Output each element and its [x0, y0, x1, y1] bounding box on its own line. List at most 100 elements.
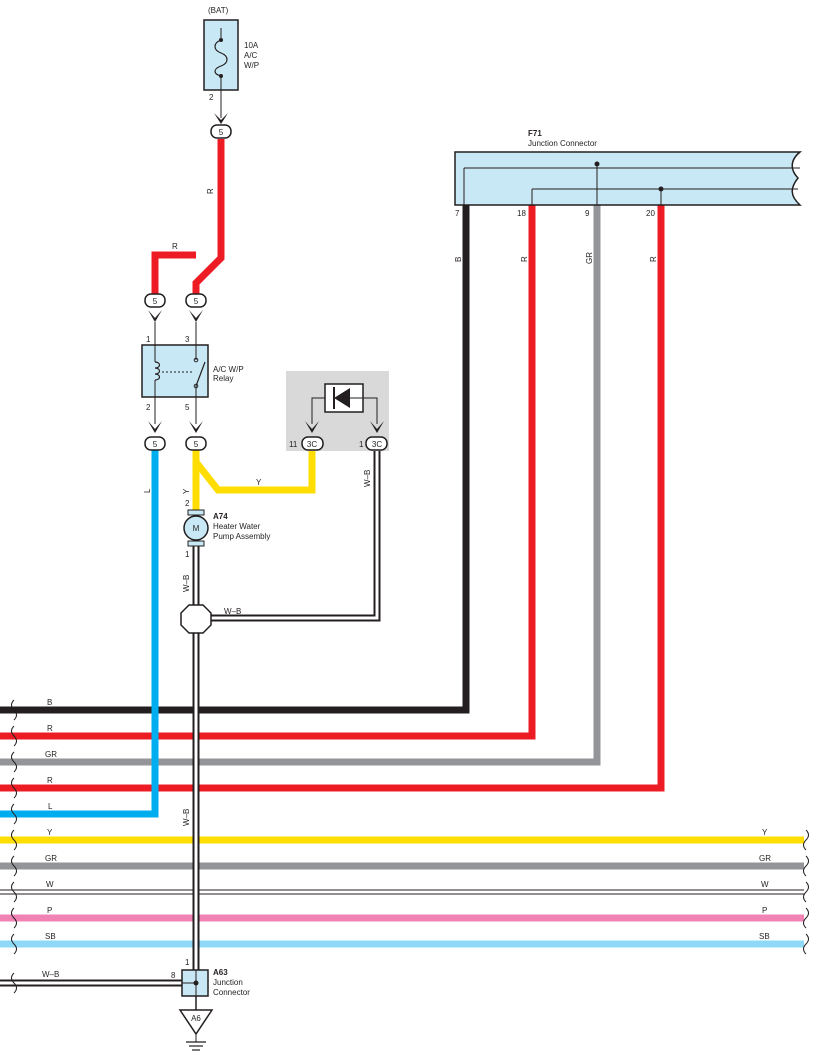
heater-water-pump-a74: 2 M 1 A74 Heater Water Pump Assembly — [183, 499, 270, 559]
connector-5-relay-top-right — [185, 293, 207, 308]
diode-assembly: 3C 3C 11 1 — [286, 371, 389, 451]
bus-label-r-2: R — [47, 776, 53, 785]
f71-code: F71 — [528, 129, 542, 138]
wire-label-relay-out: Y — [182, 488, 191, 494]
connector-arrow-icon — [189, 310, 203, 322]
connector-5-relay-top-left-label: 5 — [153, 297, 158, 306]
wire-f71-gray — [0, 205, 601, 766]
junction-connector-a63: 1 8 A63 Junction Connector — [171, 958, 250, 997]
connector-5-fuse — [210, 124, 232, 139]
a63-name-2: Connector — [213, 988, 250, 997]
a63-pin-top: 1 — [185, 958, 190, 967]
relay-switch-icon — [195, 361, 206, 387]
connector-5-relay-top-right-label: 5 — [194, 297, 199, 306]
wire-relay-jumper — [151, 251, 196, 294]
bus-label-p: P — [47, 906, 52, 915]
connector-5-fuse-label: 5 — [219, 128, 224, 137]
wire-yellow-to-diode — [193, 450, 316, 494]
ground-code: A6 — [191, 1014, 201, 1023]
wire-f71-black — [0, 205, 470, 714]
wire-label-diode-return: W–B — [363, 470, 372, 487]
splice-point — [180, 604, 212, 634]
bus-label-gr-1: GR — [45, 750, 57, 759]
fuse-a-c-w-p: (BAT) 10A A/C W/P 2 5 — [203, 6, 259, 139]
wire-label-pump-ground: W–B — [182, 575, 191, 592]
wire-diode-return — [210, 450, 381, 622]
f71-pin-7: 7 — [455, 209, 460, 218]
diode-pin-1: 1 — [359, 440, 364, 449]
connector-3c-left-label: 3C — [307, 440, 317, 449]
bus-label-b: B — [47, 698, 52, 707]
wire-label-relay-coil: L — [143, 488, 152, 493]
bus-label-right-gr: GR — [759, 854, 771, 863]
break-marks-right — [803, 829, 809, 955]
f71-pin-9: 9 — [585, 209, 590, 218]
connector-arrow-icon — [305, 421, 319, 433]
connector-5-relay-top-left — [144, 293, 166, 308]
relay-coil-icon — [154, 361, 161, 381]
junction-connector-f71: F71 Junction Connector 7 18 9 20 B R GR … — [454, 129, 803, 264]
relay-pin-3: 3 — [185, 335, 190, 344]
wire-label-to-diode: Y — [256, 478, 262, 487]
relay-pin-5: 5 — [185, 403, 190, 412]
fuse-icon — [214, 39, 228, 77]
wire-label-fuse-relay: R — [206, 188, 215, 194]
connector-3c-right-label: 3C — [372, 440, 382, 449]
wire-label-splice-branch: W–B — [224, 607, 241, 616]
bus-labels-right: Y GR W P SB — [759, 828, 771, 941]
connector-arrow-icon — [148, 310, 162, 322]
relay-name-1: A/C W/P — [213, 365, 244, 374]
bus-label-l: L — [48, 802, 53, 811]
connector-arrow-icon — [189, 421, 203, 433]
pump-code: A74 — [213, 512, 228, 521]
connector-5-relay-bottom-left — [144, 436, 166, 451]
a63-code: A63 — [213, 968, 228, 977]
wire-label-ground-in: W–B — [42, 970, 59, 979]
wire-fuse-to-relay — [192, 139, 225, 294]
f71-name: Junction Connector — [528, 139, 597, 148]
connector-arrow-icon — [370, 421, 384, 433]
diode-pin-11: 11 — [289, 440, 298, 449]
connector-5-relay-bottom-right — [185, 436, 207, 451]
a63-name-1: Junction — [213, 978, 243, 987]
f71-pin-18: 18 — [517, 209, 526, 218]
connector-arrow-icon — [214, 113, 228, 124]
a63-pin-left: 8 — [171, 971, 176, 980]
ground-triangle-icon — [178, 1009, 214, 1036]
bus-label-w: W — [46, 880, 54, 889]
wires — [0, 139, 804, 1010]
bus-label-gr-2: GR — [45, 854, 57, 863]
connector-5-relay-bottom-left-label: 5 — [153, 440, 158, 449]
bus-label-right-p: P — [762, 906, 767, 915]
relay-name-2: Relay — [213, 374, 233, 383]
connector-arrow-icon — [148, 421, 162, 433]
bus-label-y: Y — [47, 828, 53, 837]
bus-label-right-w: W — [761, 880, 769, 889]
ground-a6: A6 — [178, 1009, 214, 1051]
motor-icon — [183, 515, 209, 541]
f71-wire-gr: GR — [585, 252, 594, 264]
wire-label-relay-jumper: R — [172, 242, 178, 251]
pump-pin-bottom: 1 — [185, 550, 190, 559]
wire-f71-red-18 — [0, 205, 536, 740]
fuse-source-label: (BAT) — [208, 6, 229, 15]
fuse-name-2: W/P — [244, 61, 259, 70]
relay-pin-2: 2 — [146, 403, 151, 412]
bus-label-sb: SB — [45, 932, 56, 941]
f71-pin-20: 20 — [646, 209, 655, 218]
f71-wire-r-18: R — [520, 256, 529, 262]
bus-label-right-y: Y — [762, 828, 768, 837]
connector-5-relay-bottom-right-label: 5 — [194, 440, 199, 449]
relay-a-c-w-p: 5 5 1 3 A/C W/P Relay 2 5 5 5 — [141, 293, 244, 451]
break-marks-left — [11, 699, 17, 994]
bus-label-right-sb: SB — [759, 932, 770, 941]
fuse-rating: 10A — [244, 41, 259, 50]
f71-wire-b: B — [454, 257, 463, 262]
wire-label-bus-drop: W–B — [182, 809, 191, 826]
pump-name-2: Pump Assembly — [213, 532, 270, 541]
connector-3c-left — [301, 436, 324, 451]
bus-label-r-1: R — [47, 724, 53, 733]
fuse-name-1: A/C — [244, 51, 258, 60]
bus-labels-left: B R GR R L Y GR W P SB — [45, 698, 57, 941]
